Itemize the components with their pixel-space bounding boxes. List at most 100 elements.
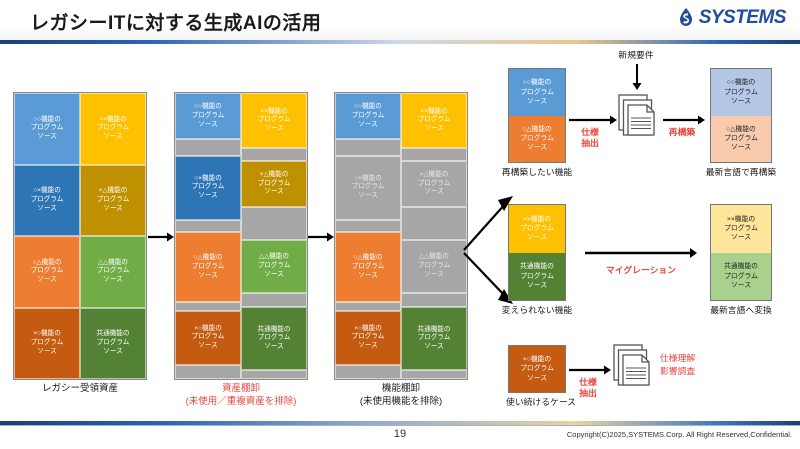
- cell-line2: プログラム: [96, 267, 130, 275]
- caption-line2: (未使用／重複資産を排除): [185, 395, 297, 407]
- migration-source-caption: 変えられない機能: [501, 305, 573, 315]
- cell-line2: プログラム: [417, 179, 451, 187]
- cell-line3: ソース: [526, 281, 548, 289]
- stack-function-inventory-cell-l2: ○△機能のプログラムソース: [335, 232, 401, 303]
- rebuild-source-cell-1: ○△機能の プログラム ソース: [509, 115, 565, 162]
- cell-line2: プログラム: [351, 333, 385, 341]
- cell-line2: プログラム: [520, 88, 554, 96]
- cell-line2: プログラム: [96, 195, 130, 203]
- migration-target-cell-1: 共通機能の プログラム ソース: [711, 252, 771, 300]
- rebuild-source-caption: 再構築したい機能: [501, 167, 573, 177]
- stack-asset-inventory-gap-r1: [241, 207, 307, 240]
- stack-asset-inventory-caption: 資産棚卸(未使用／重複資産を排除): [152, 383, 330, 409]
- stack-asset-inventory-gap-l2: [175, 302, 241, 312]
- cell-line3: ソース: [424, 270, 444, 278]
- cell-line3: ソース: [264, 125, 284, 133]
- keepusing-source-cell-0: ×○機能の プログラム ソース: [509, 346, 565, 392]
- cell-line1: ×○機能の: [194, 324, 222, 332]
- cell-line2: プログラム: [257, 116, 291, 124]
- arrow-keepusing-extract: [569, 365, 611, 375]
- stack-asset-inventory-cell-l0: ○○機能のプログラムソース: [175, 93, 241, 140]
- cell-line1: ○△機能の: [522, 125, 552, 133]
- cell-line2: プログラム: [257, 179, 291, 187]
- rebuild-source-block: ○○機能の プログラム ソース ○△機能の プログラム ソース: [508, 68, 566, 163]
- cell-line1: ○○機能の: [33, 115, 61, 123]
- cell-line1: ○×機能の: [33, 187, 61, 195]
- page-title: レガシーITに対する生成AIの活用: [30, 13, 322, 34]
- footer-divider: [0, 421, 800, 425]
- result-label-line1: 仕様理解: [660, 353, 696, 363]
- cell-line2: プログラム: [520, 365, 554, 373]
- stack-function-inventory-gap-l0: [335, 139, 401, 156]
- result-label-line2: 影響調査: [660, 366, 696, 377]
- stack-asset-inventory-cell-r0: ××機能のプログラムソース: [241, 93, 307, 149]
- stack-legacy-assets-left-column: ○○機能のプログラムソース○×機能のプログラムソース○△機能のプログラムソース×…: [14, 93, 80, 379]
- stack-asset-inventory-cell-l3: ×○機能のプログラムソース: [175, 311, 241, 365]
- cell-line1: ××機能の: [420, 107, 448, 115]
- stack-function-inventory-right-column: ××機能のプログラムソース×△機能のプログラムソース△△機能のプログラムソース共…: [401, 93, 467, 379]
- stack-legacy-assets-cell-l1: ○×機能のプログラムソース: [14, 164, 80, 236]
- cell-line2: プログラム: [520, 135, 554, 143]
- cell-line1: 共通機能の: [520, 263, 554, 271]
- extract-label-line2: 抽出: [581, 137, 599, 148]
- cell-line2: プログラム: [417, 262, 451, 269]
- cell-line3: ソース: [37, 347, 57, 355]
- arrow-stack1-to-stack2: [148, 232, 174, 242]
- cell-line3: ソース: [198, 271, 218, 279]
- cell-line1: ××機能の: [726, 215, 756, 223]
- stack-asset-inventory-cell-r3: 共通機能のプログラムソース: [241, 307, 307, 371]
- cell-line3: ソース: [358, 192, 378, 200]
- stack-legacy-assets-right-column: ××機能のプログラムソース×△機能のプログラムソース△△機能のプログラムソース共…: [80, 93, 146, 379]
- cell-line1: ×○機能の: [354, 324, 382, 332]
- stack-legacy-assets-cell-r2: △△機能のプログラムソース: [80, 236, 146, 308]
- migration-target-caption: 最新言語へ変換: [710, 305, 772, 315]
- keepusing-result-label: 仕様理解 影響調査: [660, 352, 734, 378]
- cell-line1: ×△機能の: [419, 171, 449, 179]
- cell-line3: ソース: [37, 133, 57, 141]
- cell-line1: ○△機能の: [726, 125, 756, 133]
- slide-header: レガシーITに対する生成AIの活用 SYSTEMS: [0, 0, 800, 41]
- cell-line3: ソース: [198, 120, 218, 128]
- rebuild-target-cell-0: ○○機能の プログラム ソース: [711, 69, 771, 116]
- stack-function-inventory-gap-l2: [335, 302, 401, 312]
- footer-divider-thin: [0, 425, 800, 426]
- cell-line3: ソース: [526, 97, 548, 105]
- arrow-stack2-to-stack3: [308, 232, 334, 242]
- stack-function-inventory-gap-r1: [401, 207, 467, 240]
- cell-line1: 共通機能の: [257, 325, 291, 333]
- cell-line2: プログラム: [724, 225, 758, 233]
- stack-asset-inventory-cell-r2: △△機能のプログラムソース: [241, 239, 307, 294]
- cell-line2: プログラム: [351, 111, 385, 119]
- extract-label-line2: 抽出: [579, 387, 597, 398]
- migration-source-cell-1: 共通機能の プログラム ソース: [509, 252, 565, 300]
- rebuild-target-block: ○○機能の プログラム ソース ○△機能の プログラム ソース: [710, 68, 772, 163]
- keepusing-source-caption: 使い続けるケース: [506, 397, 576, 407]
- cell-line2: プログラム: [191, 111, 225, 119]
- cell-line3: ソース: [358, 342, 378, 350]
- stack-function-inventory-left-column: ○○機能のプログラムソース○×機能のプログラムソース○△機能のプログラムソース×…: [335, 93, 401, 379]
- stack-legacy-assets: ○○機能のプログラムソース○×機能のプログラムソース○△機能のプログラムソース×…: [13, 92, 147, 380]
- cell-line1: ○○機能の: [354, 103, 382, 111]
- cell-line3: ソース: [730, 281, 752, 289]
- rebuild-target-caption: 最新言語で再構築: [705, 167, 777, 177]
- stack-function-inventory-cell-l0: ○○機能のプログラムソース: [335, 93, 401, 140]
- cell-line1: △△機能の: [98, 258, 128, 266]
- stack-legacy-assets-cell-l3: ×○機能のプログラムソース: [14, 307, 80, 379]
- stack-asset-inventory-left-column: ○○機能のプログラムソース○×機能のプログラムソース○△機能のプログラムソース×…: [175, 93, 241, 379]
- cell-line2: プログラム: [724, 272, 758, 280]
- cell-line3: ソース: [424, 125, 444, 133]
- cell-line3: ソース: [103, 347, 123, 355]
- cell-line1: ×○機能の: [33, 330, 61, 338]
- arrow-new-requirements-down: [632, 64, 642, 90]
- stack-function-inventory-gap-r2: [401, 293, 467, 308]
- migration-target-block: ××機能の プログラム ソース 共通機能の プログラム ソース: [710, 204, 772, 301]
- cell-line2: プログラム: [96, 338, 130, 346]
- cell-line3: ソース: [424, 188, 444, 196]
- cell-line2: プログラム: [724, 135, 758, 143]
- cell-line1: ○×機能の: [354, 174, 382, 182]
- cell-line3: ソース: [264, 188, 284, 196]
- keepusing-extract-label: 仕様 抽出: [568, 377, 608, 399]
- stack-function-inventory-gap-r0: [401, 148, 467, 161]
- cell-line2: プログラム: [351, 262, 385, 270]
